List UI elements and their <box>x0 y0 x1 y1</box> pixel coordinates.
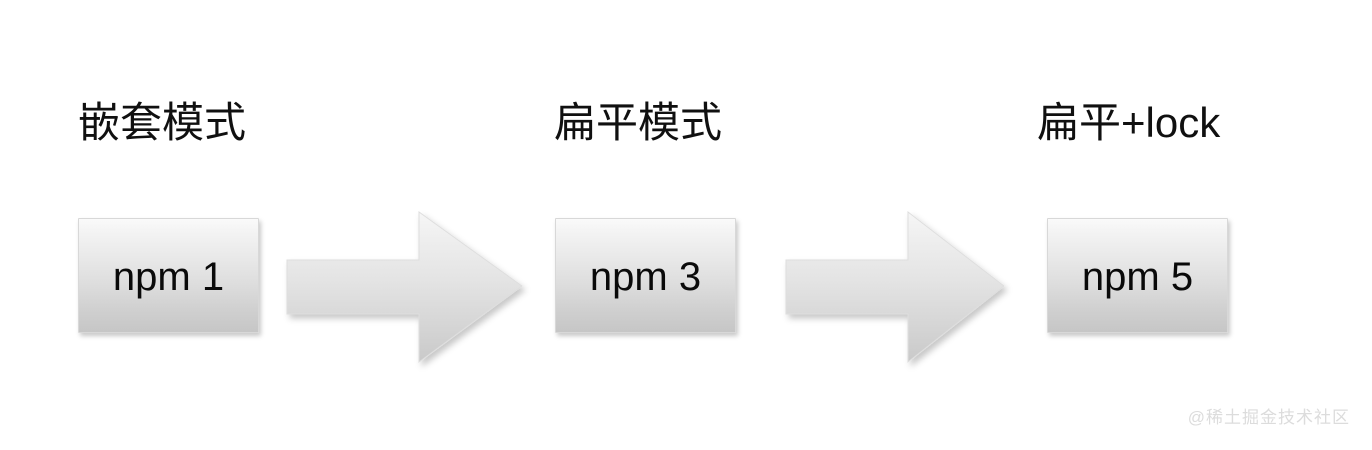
stage-label-nested: 嵌套模式 <box>78 99 247 146</box>
watermark-text: @稀土掘金技术社区 <box>1187 408 1350 427</box>
connector-arrow-2 <box>785 210 1024 364</box>
node-box-npm5: npm 5 <box>1047 218 1228 333</box>
node-label: npm 3 <box>589 254 702 299</box>
right-arrow-icon <box>785 210 1005 364</box>
right-arrow-icon <box>286 211 523 363</box>
node-box-npm3: npm 3 <box>555 218 736 333</box>
node-box-npm1: npm 1 <box>78 218 259 333</box>
node-label: npm 1 <box>112 254 225 299</box>
node-label: npm 5 <box>1081 254 1194 299</box>
stage-label-flat: 扁平模式 <box>554 99 723 146</box>
connector-arrow-1 <box>286 211 525 364</box>
stage-label-flat-lock: 扁平+lock <box>1037 99 1221 146</box>
